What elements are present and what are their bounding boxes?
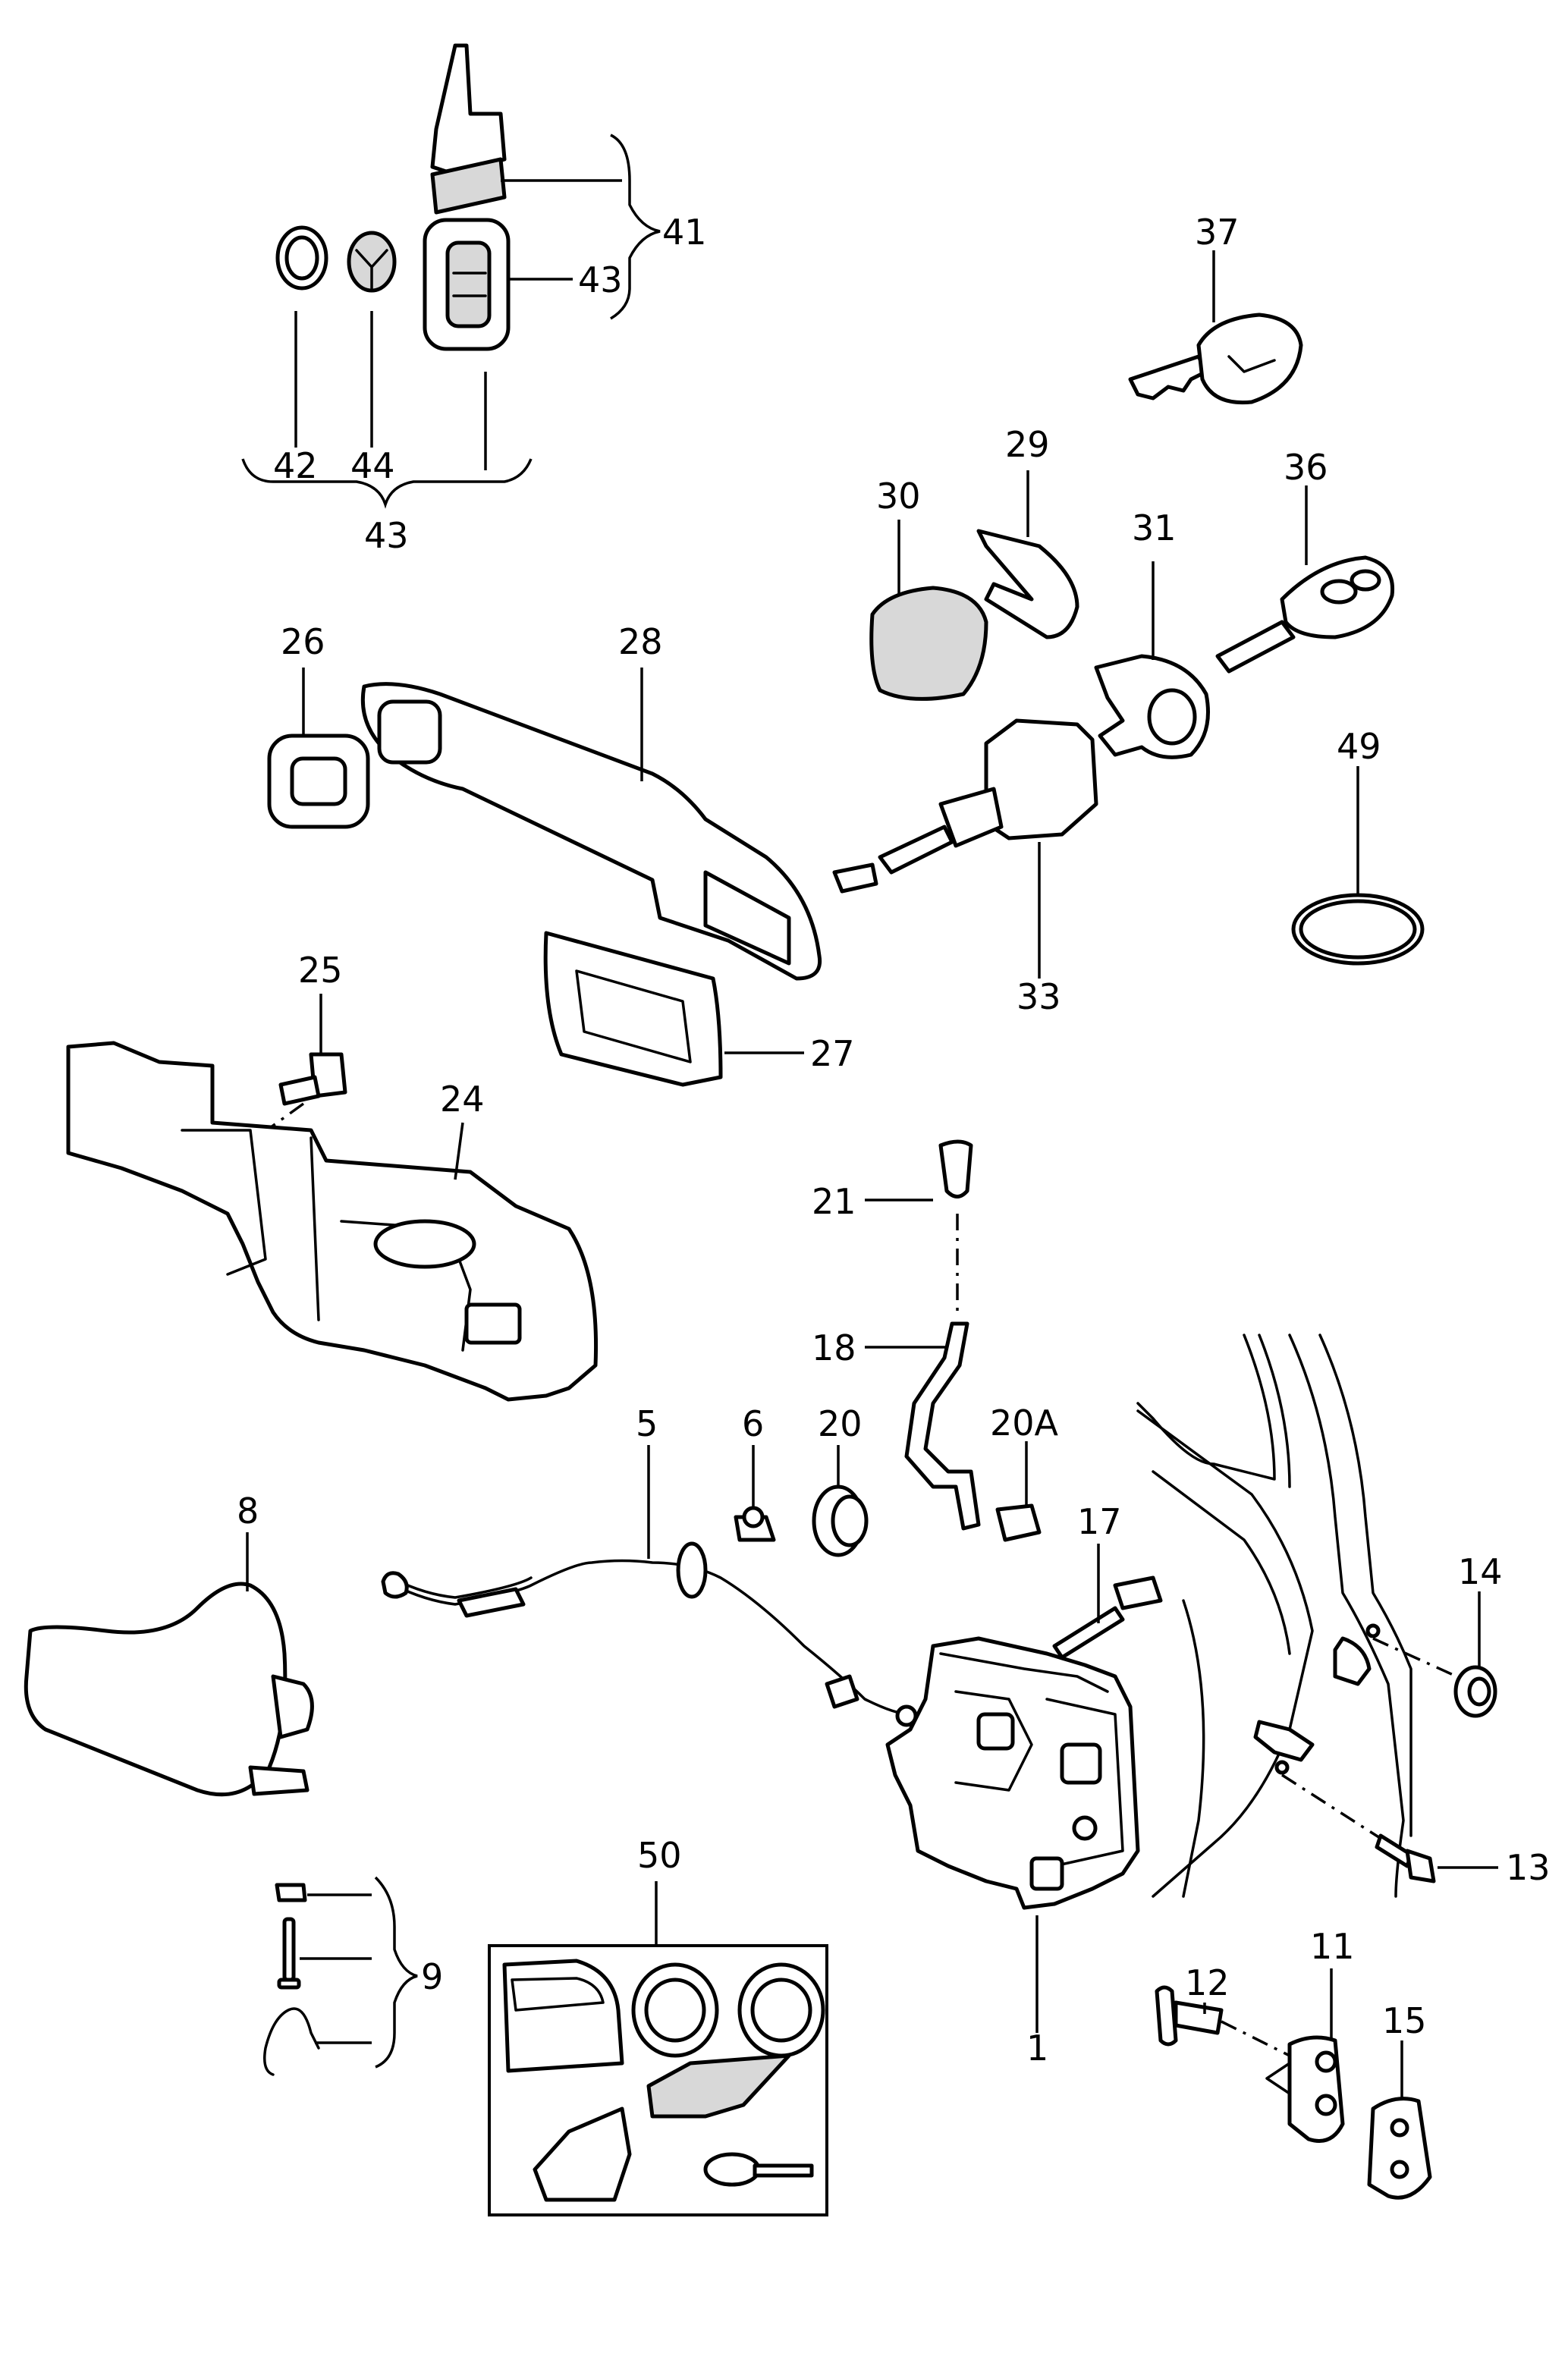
callout-44: 44 bbox=[350, 445, 395, 486]
inner-handle-8 bbox=[24, 1532, 314, 1797]
key-37 bbox=[1128, 250, 1303, 405]
striker-11 bbox=[1265, 1968, 1345, 2143]
callout-15: 15 bbox=[1382, 2000, 1427, 2041]
callout-8: 8 bbox=[237, 1491, 259, 1531]
gasket-27 bbox=[543, 931, 804, 1087]
grommet-20 bbox=[812, 1445, 869, 1557]
lock-housing-31 bbox=[1094, 561, 1210, 759]
callout-37: 37 bbox=[1195, 212, 1240, 253]
o-ring-49 bbox=[1291, 766, 1425, 966]
shim-15 bbox=[1367, 2040, 1432, 2200]
callout-11: 11 bbox=[1310, 1926, 1355, 1967]
washer-14 bbox=[1453, 1591, 1497, 1718]
callout-9: 9 bbox=[421, 1956, 443, 1997]
callout-5: 5 bbox=[636, 1403, 658, 1444]
clip-6 bbox=[734, 1445, 776, 1542]
repair-kit-50 bbox=[488, 1881, 828, 2216]
callout-31: 31 bbox=[1132, 507, 1177, 548]
callout-1: 1 bbox=[1026, 2028, 1048, 2069]
rod-linkage bbox=[865, 1139, 1042, 1542]
callout-30: 30 bbox=[876, 476, 921, 517]
callout-29: 29 bbox=[1005, 424, 1050, 465]
cable-5 bbox=[381, 1445, 918, 1727]
callout-41: 41 bbox=[662, 212, 707, 253]
callout-6: 6 bbox=[742, 1403, 764, 1444]
callout-25: 25 bbox=[298, 950, 343, 991]
callout-24: 24 bbox=[440, 1079, 485, 1120]
door-frame bbox=[1136, 1334, 1457, 1898]
callout-20: 20 bbox=[818, 1403, 863, 1444]
door-handle-28 bbox=[360, 668, 822, 981]
bolt-12 bbox=[1155, 1985, 1290, 2057]
callout-49: 49 bbox=[1337, 726, 1381, 767]
callout-36: 36 bbox=[1284, 447, 1328, 488]
callout-33: 33 bbox=[1017, 976, 1061, 1017]
seal-26 bbox=[267, 668, 370, 829]
callout-28: 28 bbox=[618, 621, 663, 662]
callout-26: 26 bbox=[281, 621, 325, 662]
carrier-bracket-24 bbox=[66, 1041, 599, 1402]
key-fob-group bbox=[241, 43, 661, 509]
screw-13 bbox=[1375, 1833, 1498, 1883]
callout-43: 43 bbox=[364, 515, 409, 556]
callout-42: 42 bbox=[273, 445, 318, 486]
cap-30 bbox=[869, 520, 988, 701]
callout-18: 18 bbox=[812, 1327, 856, 1368]
callout-50: 50 bbox=[637, 1835, 682, 1876]
cap-29 bbox=[976, 470, 1079, 639]
callout-27: 27 bbox=[810, 1033, 855, 1074]
callout-20A: 20A bbox=[990, 1403, 1059, 1444]
lock-cylinder-33 bbox=[832, 718, 1098, 979]
callout-43: 43 bbox=[578, 259, 623, 300]
callout-21: 21 bbox=[812, 1181, 856, 1222]
clip-17 bbox=[1052, 1544, 1163, 1660]
door-lock-1 bbox=[885, 1636, 1140, 2033]
callout-17: 17 bbox=[1077, 1501, 1122, 1542]
callout-13: 13 bbox=[1506, 1847, 1551, 1888]
callout-12: 12 bbox=[1185, 1962, 1230, 2003]
callout-14: 14 bbox=[1458, 1551, 1503, 1592]
hardware-group-9 bbox=[263, 1876, 418, 2076]
key-36 bbox=[1215, 485, 1395, 674]
